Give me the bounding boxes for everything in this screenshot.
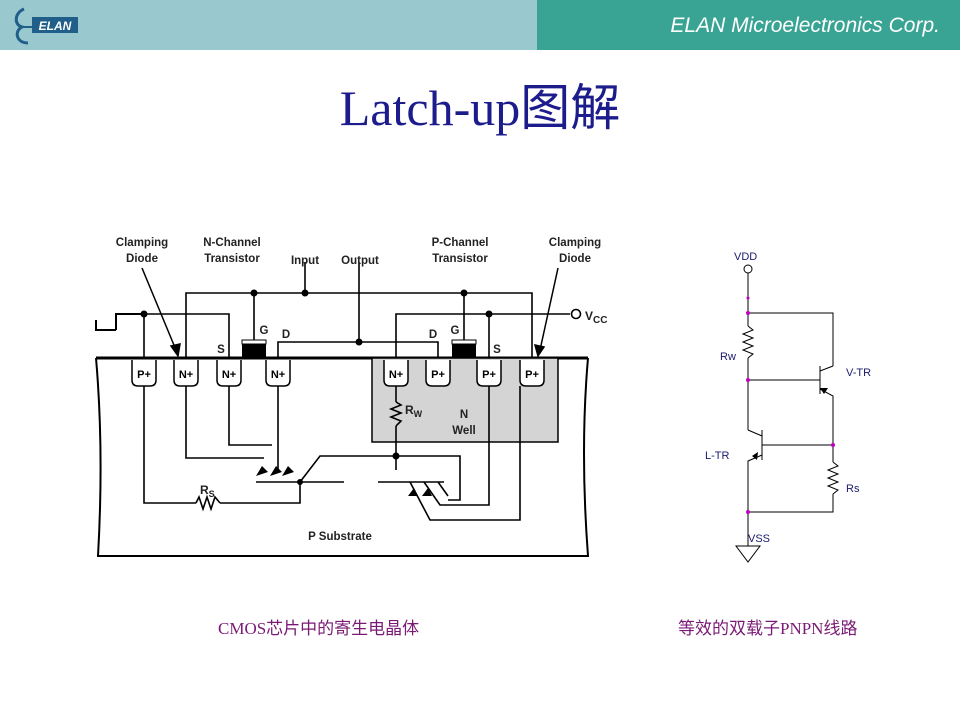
rs-circuit-label: Rs (846, 483, 860, 495)
cmos-labels: Clamping Diode N-Channel Transistor Inpu… (116, 237, 601, 543)
vcc-terminal (570, 308, 582, 320)
source-left-label: S (217, 344, 225, 356)
clamping-diode-left-line2: Diode (126, 253, 158, 265)
diffusion-p-plus-4: P+ (519, 360, 545, 387)
subscript-labels: VCC RW RS (200, 309, 607, 499)
n-channel-line1: N-Channel (203, 237, 261, 249)
diffusion-regions: P+ N+ N+ N+ N+ P+ P+ P+ (131, 360, 545, 387)
label-arrows (141, 267, 559, 358)
caption-pnpn: 等效的双载子PNPN线路 (678, 619, 858, 638)
output-label: Output (341, 255, 379, 267)
circuit-labels: VDD Rw V-TR L-TR Rs VSS (705, 251, 871, 545)
svg-text:P+: P+ (431, 369, 445, 381)
circuit-nodes (746, 296, 835, 514)
company-name: ELAN Microelectronics Corp. (670, 14, 940, 37)
ltr-label: L-TR (705, 450, 730, 462)
drain-right-label: D (429, 329, 437, 341)
n-well-line2: Well (452, 425, 475, 437)
svg-text:P+: P+ (482, 369, 496, 381)
parasitic-bjt-wiring (143, 386, 521, 521)
elan-logo: ELAN (14, 7, 78, 45)
header-left-band (0, 0, 537, 50)
caption-cmos: CMOS芯片中的寄生电晶体 (218, 619, 420, 638)
diffusion-p-plus-1: P+ (131, 360, 157, 387)
gate-right-label: G (451, 325, 460, 337)
source-right-label: S (493, 344, 501, 356)
diffusion-n-plus-3: N+ (265, 360, 291, 387)
wire-junctions (140, 289, 493, 346)
metal-wiring (143, 262, 570, 358)
clamping-diode-right-line1: Clamping (549, 237, 601, 249)
rs-resistor (195, 494, 221, 512)
rw-label: RW (405, 403, 423, 419)
logo-text: ELAN (39, 19, 72, 33)
slide-title: Latch-up图解 (339, 80, 621, 136)
drain-left-label: D (282, 329, 290, 341)
vss-label: VSS (748, 533, 770, 545)
svg-text:P+: P+ (137, 369, 151, 381)
diffusion-p-plus-2: P+ (425, 360, 451, 387)
svg-text:N+: N+ (271, 369, 285, 381)
n-well-line1: N (460, 409, 468, 421)
substrate-junctions (297, 452, 400, 485)
p-channel-line2: Transistor (432, 253, 488, 265)
svg-text:P+: P+ (525, 369, 539, 381)
p-channel-line1: P-Channel (432, 237, 489, 249)
vdd-label: VDD (734, 251, 757, 263)
vcc-label: VCC (585, 309, 607, 326)
rw-circuit-label: Rw (720, 351, 736, 363)
rw-resistor (388, 401, 404, 427)
bjt-arrows (256, 466, 432, 496)
clamping-diode-right-line2: Diode (559, 253, 591, 265)
svg-text:N+: N+ (222, 369, 236, 381)
diffusion-n-plus-1: N+ (173, 360, 199, 387)
input-label: Input (291, 255, 319, 267)
rs-label: RS (200, 483, 215, 499)
header-bar: ELAN ELAN Microelectronics Corp. (0, 0, 960, 50)
p-substrate-label: P Substrate (308, 531, 372, 543)
gate-left-label: G (260, 325, 269, 337)
svg-text:N+: N+ (389, 369, 403, 381)
header-right-band (537, 0, 960, 50)
n-channel-line2: Transistor (204, 253, 260, 265)
vtr-label: V-TR (846, 367, 871, 379)
svg-text:N+: N+ (179, 369, 193, 381)
circuit-arrows (752, 388, 828, 460)
clamping-diode-left-line1: Clamping (116, 237, 168, 249)
diffusion-n-plus-2: N+ (216, 360, 242, 387)
